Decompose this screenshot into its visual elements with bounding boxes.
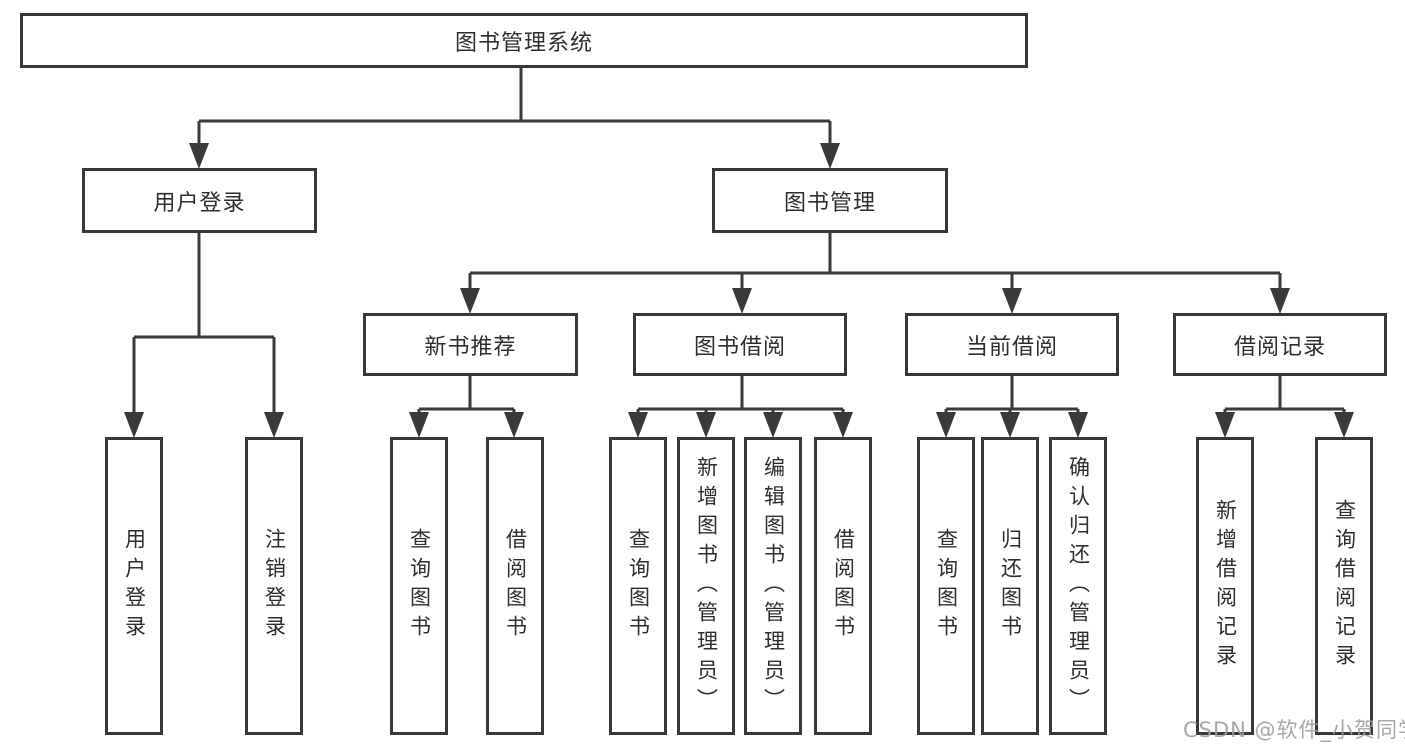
arrowhead	[1215, 412, 1235, 438]
arrowhead	[1000, 412, 1020, 438]
leaf-cb-return-books: 归还图书	[981, 437, 1039, 735]
node-label: 新书推荐	[424, 334, 517, 360]
leaf-label: 注销登录	[262, 528, 287, 644]
arrowhead	[696, 412, 716, 438]
node-root: 图书管理系统	[20, 13, 1028, 68]
leaf-nb-query-books: 查询图书	[390, 437, 448, 735]
arrowhead	[628, 412, 648, 438]
leaf-label: 查询图书	[626, 528, 651, 644]
node-label: 图书管理	[783, 190, 876, 216]
connector-borrowing-records	[1223, 376, 1346, 416]
leaf-user-login: 用户登录	[105, 437, 163, 735]
connector-book-borrowing	[636, 376, 845, 416]
leaf-bb-edit-books-admin: 编辑图书（管理员）	[744, 437, 802, 735]
node-borrowing-records: 借阅记录	[1173, 313, 1387, 376]
node-new-book-recommend: 新书推荐	[363, 313, 578, 376]
arrowhead	[1270, 288, 1290, 314]
arrowhead	[820, 143, 840, 169]
arrowhead	[409, 412, 429, 438]
leaf-cb-confirm-return-admin: 确认归还（管理员）	[1049, 437, 1107, 735]
leaf-label: 归还图书	[998, 528, 1023, 644]
leaf-label: 查询图书	[934, 528, 959, 644]
leaf-logout: 注销登录	[245, 437, 303, 735]
connector-book-management	[468, 233, 1282, 292]
leaf-cb-query-books: 查询图书	[917, 437, 975, 735]
node-label: 当前借阅	[965, 334, 1058, 360]
connector-new-book-recommend	[417, 376, 516, 416]
arrowhead	[1002, 288, 1022, 314]
node-current-borrowing: 当前借阅	[905, 313, 1119, 376]
connector-root	[197, 68, 832, 148]
arrowhead	[833, 412, 853, 438]
connector-user-login	[132, 233, 276, 416]
leaf-bb-add-books-admin: 新增图书（管理员）	[677, 437, 735, 735]
leaf-bb-borrow-books: 借阅图书	[814, 437, 872, 735]
node-label: 图书借阅	[693, 334, 786, 360]
arrowhead	[264, 412, 284, 438]
arrowhead	[1334, 412, 1354, 438]
node-root-label: 图书管理系统	[454, 30, 593, 56]
leaf-label: 新增图书（管理员）	[694, 455, 719, 717]
leaf-label: 查询借阅记录	[1332, 499, 1357, 673]
arrowhead	[504, 412, 524, 438]
leaf-br-add-record: 新增借阅记录	[1196, 437, 1254, 735]
node-book-borrowing: 图书借阅	[633, 313, 847, 376]
node-book-management: 图书管理	[712, 168, 948, 233]
arrowhead	[124, 412, 144, 438]
csdn-watermark: CSDN @软件_小贺同学	[1183, 718, 1405, 742]
node-label: 用户登录	[153, 190, 246, 216]
leaf-label: 编辑图书（管理员）	[761, 455, 786, 717]
arrowhead	[460, 288, 480, 314]
arrowhead	[189, 143, 209, 169]
arrowhead	[936, 412, 956, 438]
leaf-br-query-record: 查询借阅记录	[1315, 437, 1373, 735]
node-label: 借阅记录	[1233, 334, 1326, 360]
leaf-label: 借阅图书	[831, 528, 856, 644]
arrowhead	[763, 412, 783, 438]
node-user-login: 用户登录	[82, 168, 317, 233]
leaf-label: 确认归还（管理员）	[1066, 455, 1091, 717]
arrowhead	[732, 288, 752, 314]
leaf-label: 查询图书	[407, 528, 432, 644]
leaf-label: 借阅图书	[503, 528, 528, 644]
leaf-bb-query-books: 查询图书	[609, 437, 667, 735]
leaf-label: 用户登录	[122, 528, 147, 644]
arrowhead	[1068, 412, 1088, 438]
leaf-nb-borrow-books: 借阅图书	[486, 437, 544, 735]
leaf-label: 新增借阅记录	[1213, 499, 1238, 673]
connector-current-borrowing	[944, 376, 1080, 416]
